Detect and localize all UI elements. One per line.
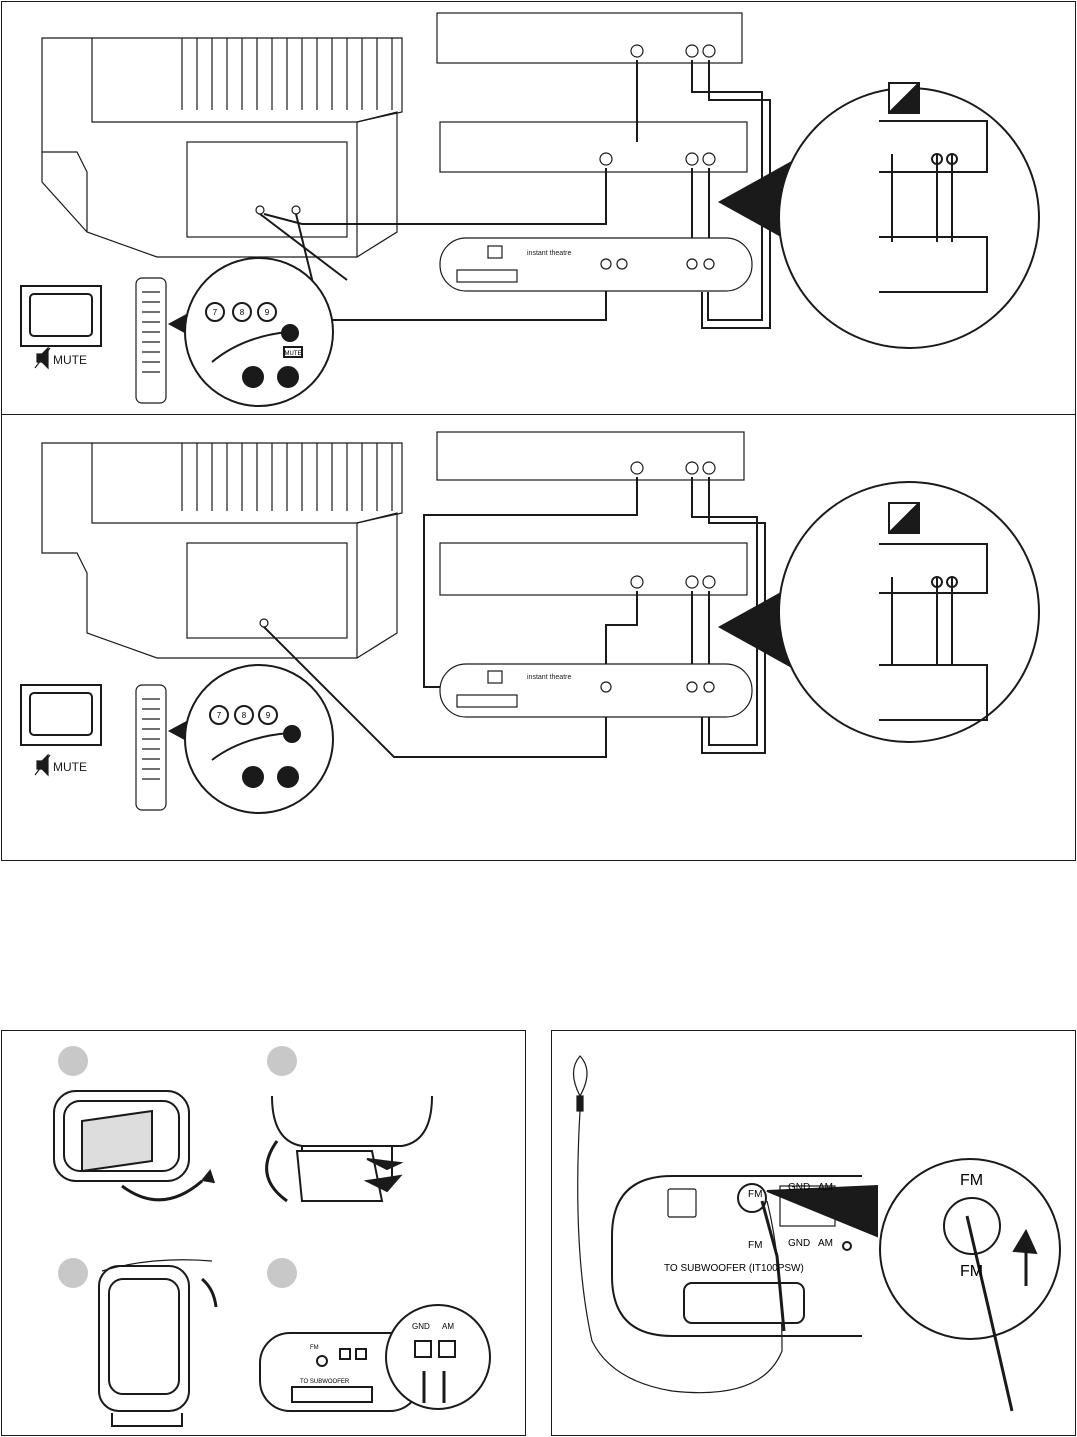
- step2-antenna-base: [265, 1095, 433, 1203]
- zoom-fm-top-label: FM: [960, 1172, 983, 1189]
- tv-set: [41, 442, 403, 659]
- zoom-inset: [717, 481, 1040, 743]
- zoom-fm-bottom-label: FM: [960, 1263, 983, 1280]
- step3-wound-antenna: [98, 1259, 218, 1427]
- device-box-top: [436, 12, 743, 64]
- step1-antenna-loop: [53, 1090, 215, 1202]
- fm-zoom-inset: [879, 1158, 1061, 1412]
- fm-top-label: FM: [748, 1189, 762, 1200]
- am-antenna-assembly: GND AM FM TO SUBWOOFER: [53, 1046, 491, 1427]
- gnd-bottom-label: GND: [788, 1238, 810, 1249]
- step4-gnd-label: GND: [412, 1322, 430, 1331]
- tv-vents: [181, 443, 393, 511]
- remote-zoom-inset: [167, 664, 334, 814]
- unit-brand: instant theatre: [527, 250, 571, 257]
- rear-panel: [611, 1175, 878, 1337]
- instant-theatre-unit: [439, 663, 753, 718]
- mute-label: MUTE: [53, 760, 87, 774]
- panel-fm-antenna: FM GND AM FM GND AM TO SUBWOOFER (IT100P…: [551, 1030, 1076, 1436]
- panel-connection-diagram-1: instant theatre: [1, 1, 1076, 415]
- tv-screen-icon: [20, 684, 102, 746]
- remote-control[interactable]: [135, 277, 167, 404]
- mute-label: MUTE: [53, 353, 87, 367]
- mute-speaker-icon: [34, 346, 51, 370]
- gnd-top-label: GND: [788, 1182, 810, 1193]
- fm-antenna-wire: [572, 1055, 783, 1394]
- connection-diagram-2: instant theatre MUTE: [20, 431, 1040, 814]
- remote-control[interactable]: [135, 684, 167, 811]
- remote-mute-key: MUTE: [285, 351, 302, 357]
- tv-set: [41, 37, 403, 258]
- remote-key-9: 9: [266, 711, 271, 720]
- fm-antenna-connection: FM GND AM FM GND AM TO SUBWOOFER (IT100P…: [572, 1055, 1061, 1412]
- connection-diagram-1: instant theatre: [20, 12, 1040, 407]
- mute-speaker-icon: [34, 753, 51, 777]
- zoom-inset: [717, 82, 1040, 349]
- subwoofer-label: TO SUBWOOFER (IT100PSW): [664, 1263, 804, 1274]
- step4-sub-label: TO SUBWOOFER: [300, 1379, 350, 1385]
- remote-key-8: 8: [242, 711, 247, 720]
- step-marker-1: [58, 1046, 88, 1076]
- instant-theatre-unit: [439, 237, 753, 292]
- panel-connection-diagram-2: instant theatre MUTE: [1, 414, 1076, 861]
- am-bottom-label: AM: [818, 1238, 833, 1249]
- tv-screen-icon: [20, 285, 102, 347]
- remote-key-9: 9: [265, 308, 270, 317]
- unit-brand: instant theatre: [527, 674, 571, 681]
- step-marker-3: [58, 1258, 88, 1288]
- remote-zoom-inset: [167, 257, 334, 407]
- am-top-label: AM: [818, 1182, 833, 1193]
- tv-vents: [181, 38, 393, 110]
- device-box-top: [436, 431, 745, 481]
- panel-am-antenna-steps: GND AM FM TO SUBWOOFER: [1, 1030, 526, 1436]
- step4-fm-label: FM: [310, 1345, 319, 1351]
- device-box-middle: [439, 542, 748, 596]
- fm-bottom-label: FM: [748, 1240, 762, 1251]
- remote-key-7: 7: [213, 308, 218, 317]
- device-box-middle: [439, 121, 748, 173]
- step-marker-4: [267, 1258, 297, 1288]
- remote-key-8: 8: [240, 308, 245, 317]
- step-marker-2: [267, 1046, 297, 1076]
- remote-key-7: 7: [217, 711, 222, 720]
- step4-am-label: AM: [442, 1322, 454, 1331]
- step4-antenna-connect: [259, 1304, 491, 1412]
